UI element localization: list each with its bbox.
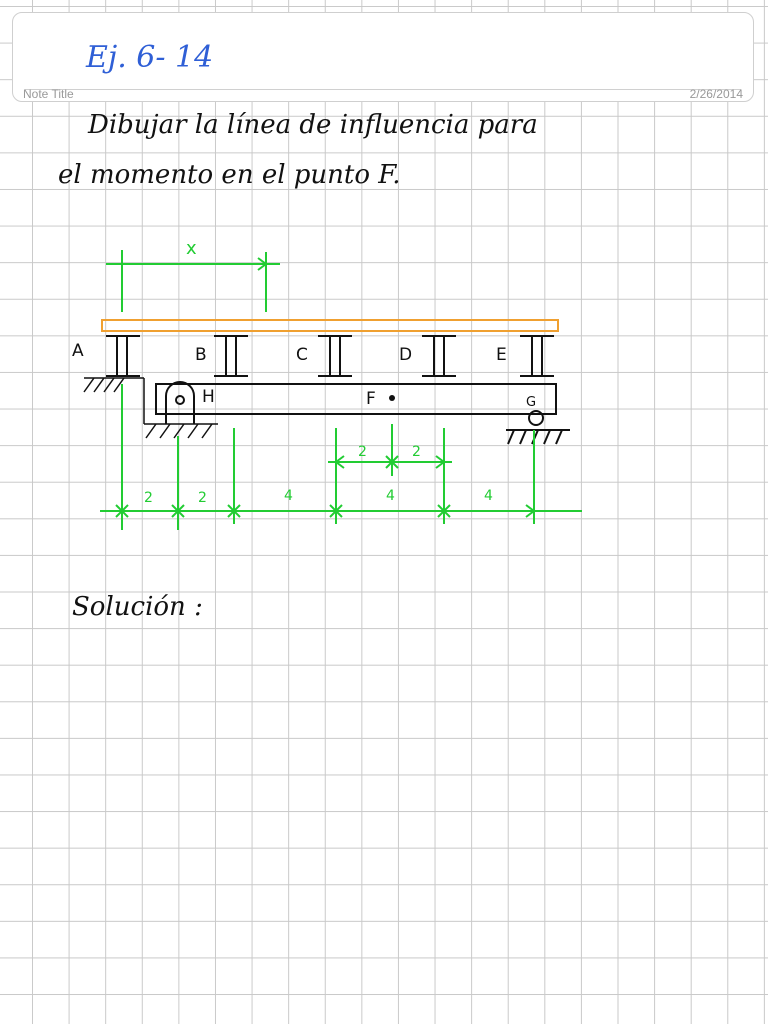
- support-a: [83, 377, 218, 439]
- stringer-a: [106, 335, 140, 377]
- label-c: C: [296, 345, 308, 365]
- stringer-d: [422, 335, 456, 377]
- label-d: D: [399, 345, 412, 365]
- girder: [155, 383, 557, 415]
- label-f: F: [366, 389, 376, 409]
- stringer-c: [318, 335, 352, 377]
- dimension-lines: [100, 384, 582, 530]
- stringer-b: [214, 335, 248, 377]
- label-b: B: [195, 345, 207, 365]
- exercise-heading: Ej. 6- 14: [86, 40, 214, 75]
- point-f-dot: [389, 395, 395, 401]
- note-title[interactable]: Note Title: [23, 87, 74, 101]
- dim-top-2: 2: [412, 444, 421, 460]
- note-date: 2/26/2014: [689, 87, 743, 101]
- x-dimension: [106, 250, 280, 312]
- problem-line-1: Dibujar la línea de influencia para: [88, 110, 538, 140]
- dim-bottom-4: 4: [386, 488, 395, 504]
- solution-label: Solución :: [72, 592, 203, 622]
- label-h: H: [202, 387, 215, 407]
- dim-bottom-1: 2: [144, 490, 153, 506]
- label-e: E: [496, 345, 507, 365]
- dim-top-1: 2: [358, 444, 367, 460]
- roller-support-g: [506, 410, 570, 445]
- deck-slab: [101, 319, 559, 332]
- pin-support-h: [165, 381, 195, 424]
- title-divider: [25, 89, 741, 90]
- problem-line-2: el momento en el punto F.: [58, 160, 401, 190]
- stringer-e: [520, 335, 554, 377]
- x-label: x: [186, 238, 197, 259]
- label-a: A: [72, 341, 84, 361]
- label-g: G: [526, 395, 536, 410]
- note-title-bar: Note Title 2/26/2014: [12, 12, 754, 102]
- dim-bottom-3: 4: [284, 488, 293, 504]
- dim-bottom-5: 4: [484, 488, 493, 504]
- dim-bottom-2: 2: [198, 490, 207, 506]
